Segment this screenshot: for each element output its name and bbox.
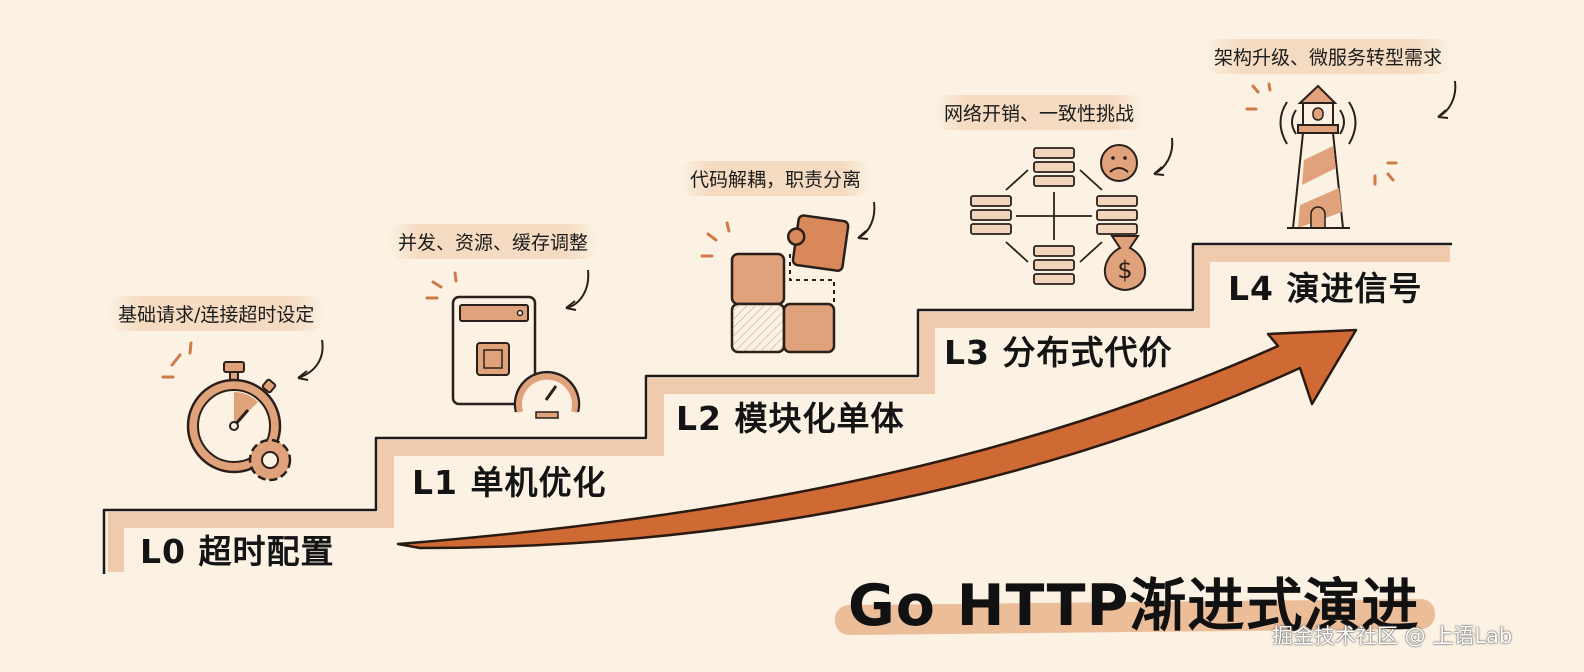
staircase-shadow <box>108 246 1450 572</box>
server-stack-right <box>1096 195 1138 235</box>
level-label-l1: L1 单机优化 <box>412 463 607 502</box>
server-stack-top <box>1033 147 1075 187</box>
level-note-l0: 基础请求/连接超时设定 <box>108 296 325 331</box>
server-stack-left <box>970 195 1012 235</box>
level-label-l2: L2 模块化单体 <box>676 399 905 438</box>
distributed-servers-icon: $ <box>970 137 1174 292</box>
stopwatch-gear-icon <box>161 339 324 482</box>
level-note-l3: 网络开销、一致性挑战 <box>934 95 1145 130</box>
level-label-l4: L4 演进信号 <box>1228 269 1423 308</box>
level-label-l3: L3 分布式代价 <box>944 333 1173 372</box>
level-label-l0: L0 超时配置 <box>140 532 335 571</box>
server-cpu-gauge-icon <box>425 269 590 419</box>
server-stack-bottom <box>1033 245 1075 285</box>
lighthouse-icon <box>1245 80 1457 229</box>
sad-face-icon <box>1100 144 1138 182</box>
money-bag-icon: $ <box>1103 235 1147 292</box>
page-title: Go HTTP渐进式演进 <box>848 573 1420 639</box>
level-note-l1: 并发、资源、缓存调整 <box>388 224 599 259</box>
level-note-l4: 架构升级、微服务转型需求 <box>1204 39 1453 74</box>
staircase-line <box>102 242 1452 574</box>
svg-text:$: $ <box>1117 256 1132 284</box>
progress-arrow-icon <box>396 328 1358 550</box>
level-note-l2: 代码解耦，职责分离 <box>680 161 872 196</box>
puzzle-icon <box>700 201 876 354</box>
watermark: 掘金技术社区 @ 上语Lab <box>1272 624 1513 648</box>
